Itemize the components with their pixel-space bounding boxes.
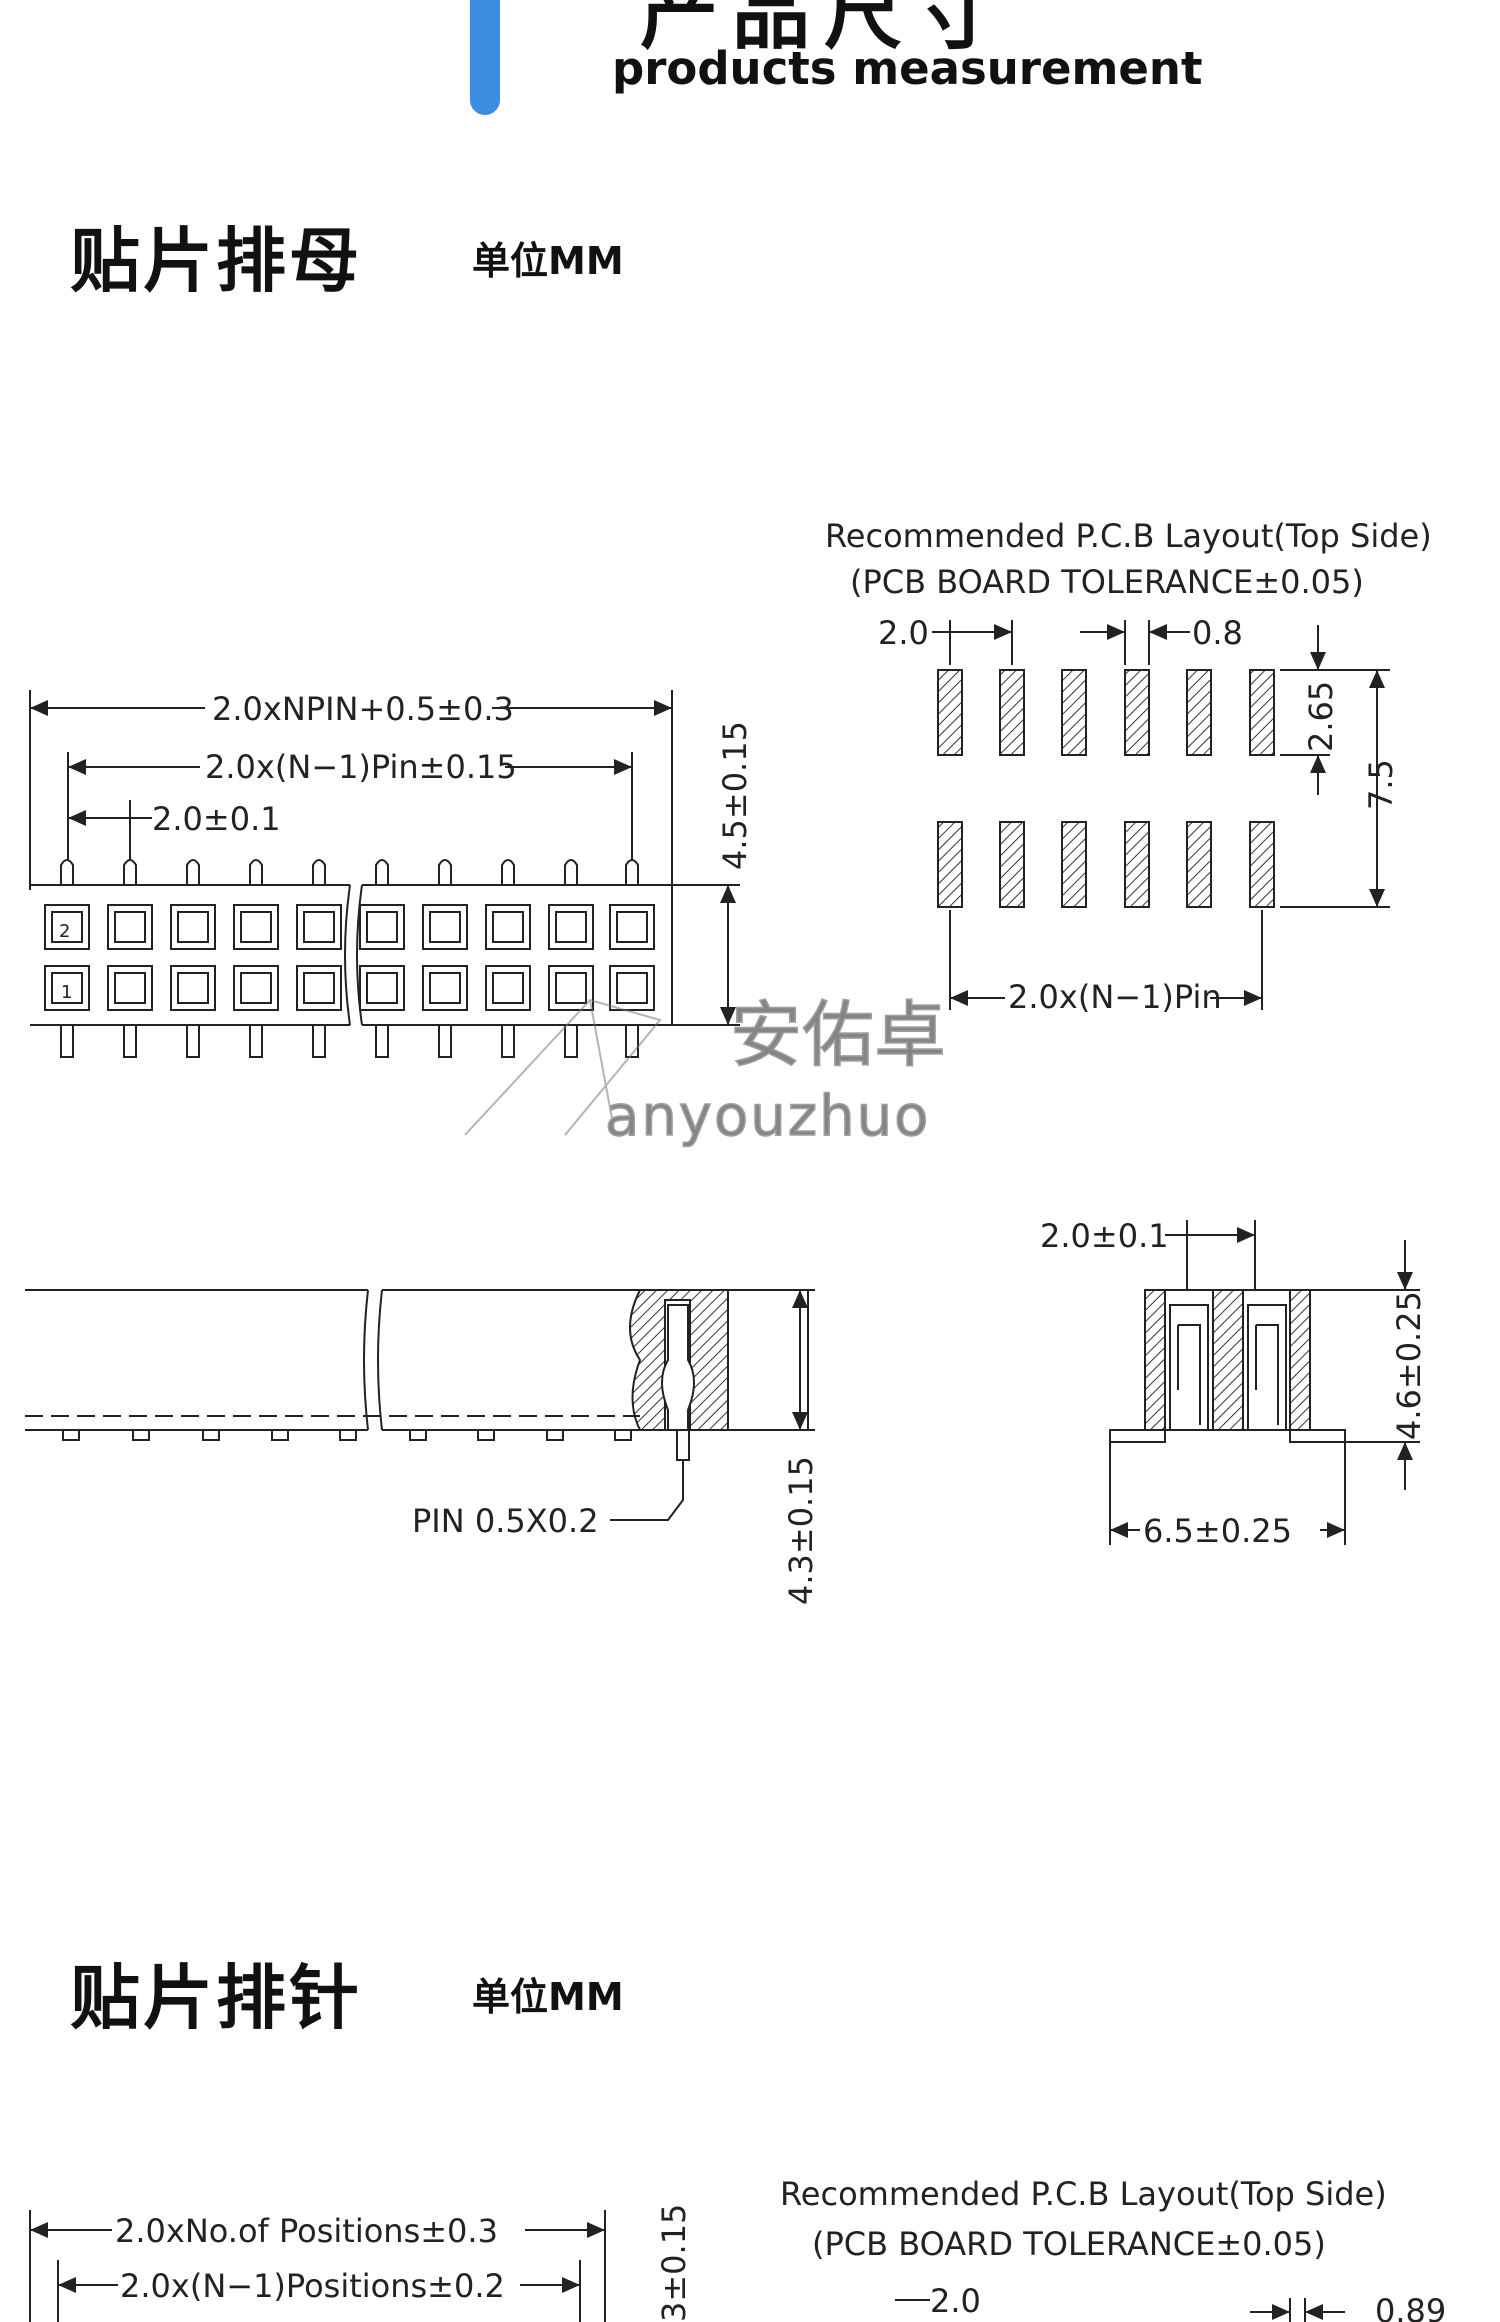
pcb-span-dim: 2.0x(N−1)Pin <box>1008 978 1222 1016</box>
end-pitch-dim: 2.0±0.1 <box>1040 1217 1169 1255</box>
section-unit-male-header: 单位MM <box>472 1975 624 2019</box>
pcb-layout-title-2: Recommended P.C.B Layout(Top Side) <box>780 2175 1387 2213</box>
end-height-dim: 4.6±0.25 <box>1390 1291 1428 1440</box>
header-title-en: products measurement <box>612 42 1203 95</box>
pcb-layout-tolerance-2: (PCB BOARD TOLERANCE±0.05) <box>812 2225 1326 2263</box>
end-view-female: 2.0±0.1 4.6±0.25 6.5±0.25 <box>1040 1217 1428 1550</box>
pcb-layout-tolerance: (PCB BOARD TOLERANCE±0.05) <box>850 563 1364 601</box>
bottom-pins <box>60 1024 639 1058</box>
side-pin-dim: PIN 0.5X0.2 <box>412 1502 599 1540</box>
pcb-layout-male: Recommended P.C.B Layout(Top Side) (PCB … <box>780 2175 1446 2322</box>
end-width-dim: 6.5±0.25 <box>1143 1512 1292 1550</box>
side-height-dim: 4.3±0.15 <box>782 1456 820 1605</box>
top-pins <box>60 859 639 885</box>
section-unit-female-header: 单位MM <box>472 239 624 283</box>
pcb-pads-top-row <box>937 669 1275 756</box>
pcb-pad-width-dim-2: 0.89 <box>1375 2292 1446 2322</box>
top-overall-dim: 2.0xNPIN+0.5±0.3 <box>212 690 514 728</box>
contact-row-upper <box>44 904 655 950</box>
pin2-label: 2 <box>59 921 70 942</box>
pcb-layout-female: Recommended P.C.B Layout(Top Side) (PCB … <box>825 517 1432 1016</box>
brand-watermark: 安佑卓 anyouzhuo <box>464 992 947 1150</box>
pcb-pad-width-dim: 0.8 <box>1192 614 1243 652</box>
top-pitch-dim: 2.0±0.1 <box>152 800 281 838</box>
pcb-pad-height-dim: 2.65 <box>1302 681 1340 752</box>
top-span-dim: 2.0x(N−1)Pin±0.15 <box>205 748 517 786</box>
top-height-dim-2: 3±0.15 <box>655 2204 693 2322</box>
pcb-pitch-dim-2: 2.0 <box>930 2282 981 2320</box>
top-view-female: 2.0xNPIN+0.5±0.3 2.0x(N−1)Pin±0.15 2.0±0… <box>29 690 754 1058</box>
section-title-female-header: 贴片排母 <box>70 220 362 302</box>
contact-row-lower <box>44 965 655 1011</box>
pcb-layout-title: Recommended P.C.B Layout(Top Side) <box>825 517 1432 555</box>
watermark-brand-cn: 安佑卓 <box>730 993 946 1077</box>
top-span-dim-2: 2.0x(N−1)Positions±0.2 <box>120 2267 505 2305</box>
pcb-pads-bottom-row <box>937 821 1275 908</box>
header-title-cn: 产品尺寸 <box>640 0 1009 60</box>
pcb-row-span-dim: 7.5 <box>1362 759 1400 810</box>
section-title-male-header: 贴片排针 <box>70 1957 362 2039</box>
pin1-label: 1 <box>61 982 72 1003</box>
watermark-brand-en: anyouzhuo <box>605 1084 930 1149</box>
top-overall-dim-2: 2.0xNo.of Positions±0.3 <box>115 2212 498 2250</box>
side-view-female: PIN 0.5X0.2 4.3±0.15 <box>25 1289 820 1605</box>
top-view-male: 2.0xNo.of Positions±0.3 2.0x(N−1)Positio… <box>29 2204 693 2322</box>
header-accent-bar <box>470 0 500 115</box>
pcb-pitch-dim: 2.0 <box>878 614 929 652</box>
top-height-dim: 4.5±0.15 <box>716 721 754 870</box>
